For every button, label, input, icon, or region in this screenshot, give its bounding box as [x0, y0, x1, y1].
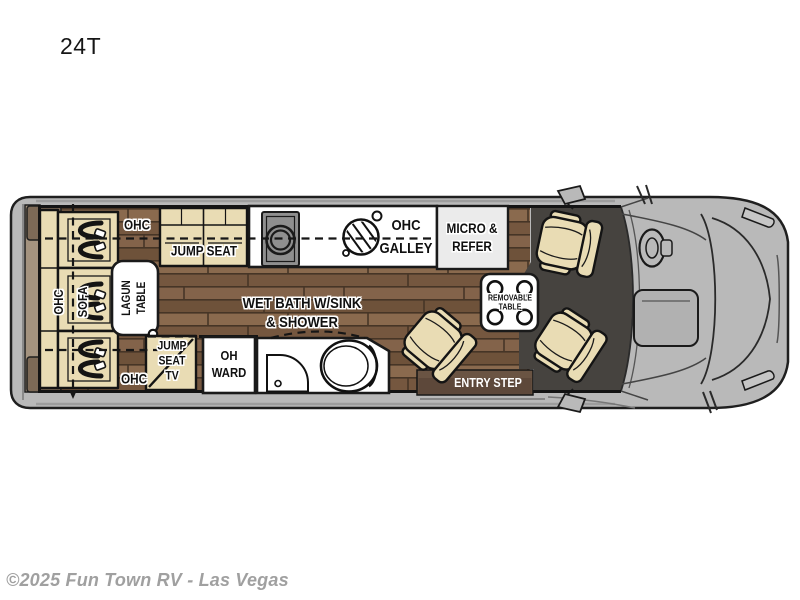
jump-seat-top — [158, 206, 249, 268]
door-sill-line — [420, 396, 636, 409]
label-sofa-line2: SOFA — [75, 286, 90, 318]
label-ohc-top: OHC — [124, 217, 150, 232]
label-wet-bath-line1: WET BATH W/SINK — [242, 294, 362, 312]
label-ohc-top-text: OHC — [123, 217, 151, 233]
label-removable-line1: REMOVABLE — [488, 292, 532, 302]
label-oh-ward: OH WARD — [212, 348, 247, 382]
bath-door-swing — [270, 330, 366, 340]
jump-seat-tv — [144, 334, 198, 392]
center-console — [633, 289, 699, 347]
label-oh-ward-line2: WARD — [211, 365, 247, 380]
label-wet-bath: WET BATH W/SINK & SHOWER — [243, 294, 362, 332]
label-jump-seat-tv-line1: JUMP — [157, 338, 187, 353]
label-lagun-table: LAGUN TABLE — [120, 280, 150, 316]
watermark: ©2025 Fun Town RV - Las Vegas — [6, 570, 289, 590]
oh-ward-cabinet — [201, 335, 257, 395]
label-removable-table: REMOVABLE TABLE — [488, 293, 532, 312]
label-oh-ward-line1: OH — [220, 348, 238, 364]
micro-refer-cabinet — [435, 204, 510, 271]
label-wet-bath-line2: & SHOWER — [266, 314, 338, 331]
wiper-icon-bottom — [702, 390, 718, 414]
faucet-icon — [371, 210, 383, 222]
label-lagun-line1: LAGUN — [121, 280, 134, 316]
label-lagun-line2: TABLE — [136, 281, 148, 315]
headlight-bottom — [741, 370, 775, 391]
centerline-dashed — [45, 204, 436, 399]
label-ohc-sofa: OHC SOFA — [47, 287, 95, 318]
label-galley-line1: OHC — [391, 216, 421, 234]
label-galley-line2: GALLEY — [379, 240, 433, 257]
model-title: 24T — [60, 33, 102, 59]
label-ohc-galley: OHC GALLEY — [380, 214, 433, 261]
wiper-icon-top — [636, 184, 653, 205]
label-jump-seat: JUMP SEAT — [171, 243, 237, 258]
sink-icon — [342, 210, 383, 257]
wet-bath — [255, 330, 391, 395]
lagun-table-box — [110, 259, 160, 337]
label-ohc-bottom: OHC — [121, 371, 147, 386]
steering-column — [660, 239, 673, 257]
label-micro-refer-line2: REFER — [452, 239, 492, 254]
label-jump-seat-tv: JUMP SEAT TV — [157, 339, 186, 384]
label-jump-seat-text: JUMP SEAT — [170, 243, 238, 259]
label-jump-seat-tv-line3: TV — [165, 368, 179, 383]
dashboard — [620, 184, 780, 414]
toilet-icon — [319, 339, 379, 393]
label-micro-refer: MICRO & REFER — [447, 220, 498, 256]
label-entry-step: ENTRY STEP — [454, 376, 522, 390]
removable-table — [479, 272, 540, 333]
label-entry-step-text: ENTRY STEP — [454, 376, 522, 390]
label-sofa-line1: OHC — [50, 289, 66, 315]
label-micro-refer-line1: MICRO & — [446, 220, 498, 236]
label-ohc-bottom-text: OHC — [120, 371, 148, 387]
label-removable-line2: TABLE — [498, 302, 522, 312]
sofa — [38, 208, 120, 390]
headlight-top — [741, 207, 775, 228]
label-jump-seat-tv-line2: SEAT — [158, 353, 186, 368]
